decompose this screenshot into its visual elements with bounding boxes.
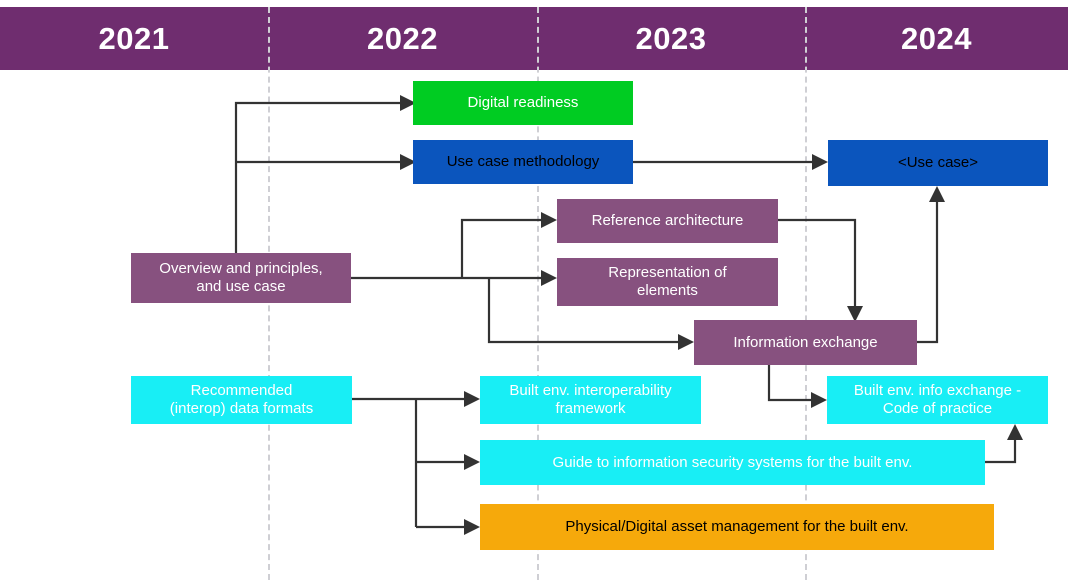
timeline-header-band	[0, 7, 1068, 70]
year-label-2021: 2021	[98, 20, 170, 56]
node-reference-architecture[interactable]: Reference architecture	[557, 199, 778, 243]
node-use-case-methodology[interactable]: Use case methodology	[413, 140, 633, 184]
year-label-2022: 2022	[367, 20, 438, 56]
year-label-2024: 2024	[901, 20, 972, 56]
node-info-exchange-code-of-practice[interactable]: Built env. info exchange -Code of practi…	[827, 376, 1048, 424]
node-use-case[interactable]: <Use case>	[828, 140, 1048, 186]
node-information-security-guide[interactable]: Guide to information security systems fo…	[480, 440, 985, 485]
node-information-exchange[interactable]: Information exchange	[694, 320, 917, 365]
node-overview-and-principles[interactable]: Overview and principles,and use case	[131, 253, 351, 303]
node-asset-management[interactable]: Physical/Digital asset management for th…	[480, 504, 994, 550]
year-separator-2023-2024	[805, 7, 807, 580]
node-digital-readiness[interactable]: Digital readiness	[413, 81, 633, 125]
node-recommended-data-formats[interactable]: Recommended(interop) data formats	[131, 376, 352, 424]
year-label-2023: 2023	[635, 20, 707, 56]
